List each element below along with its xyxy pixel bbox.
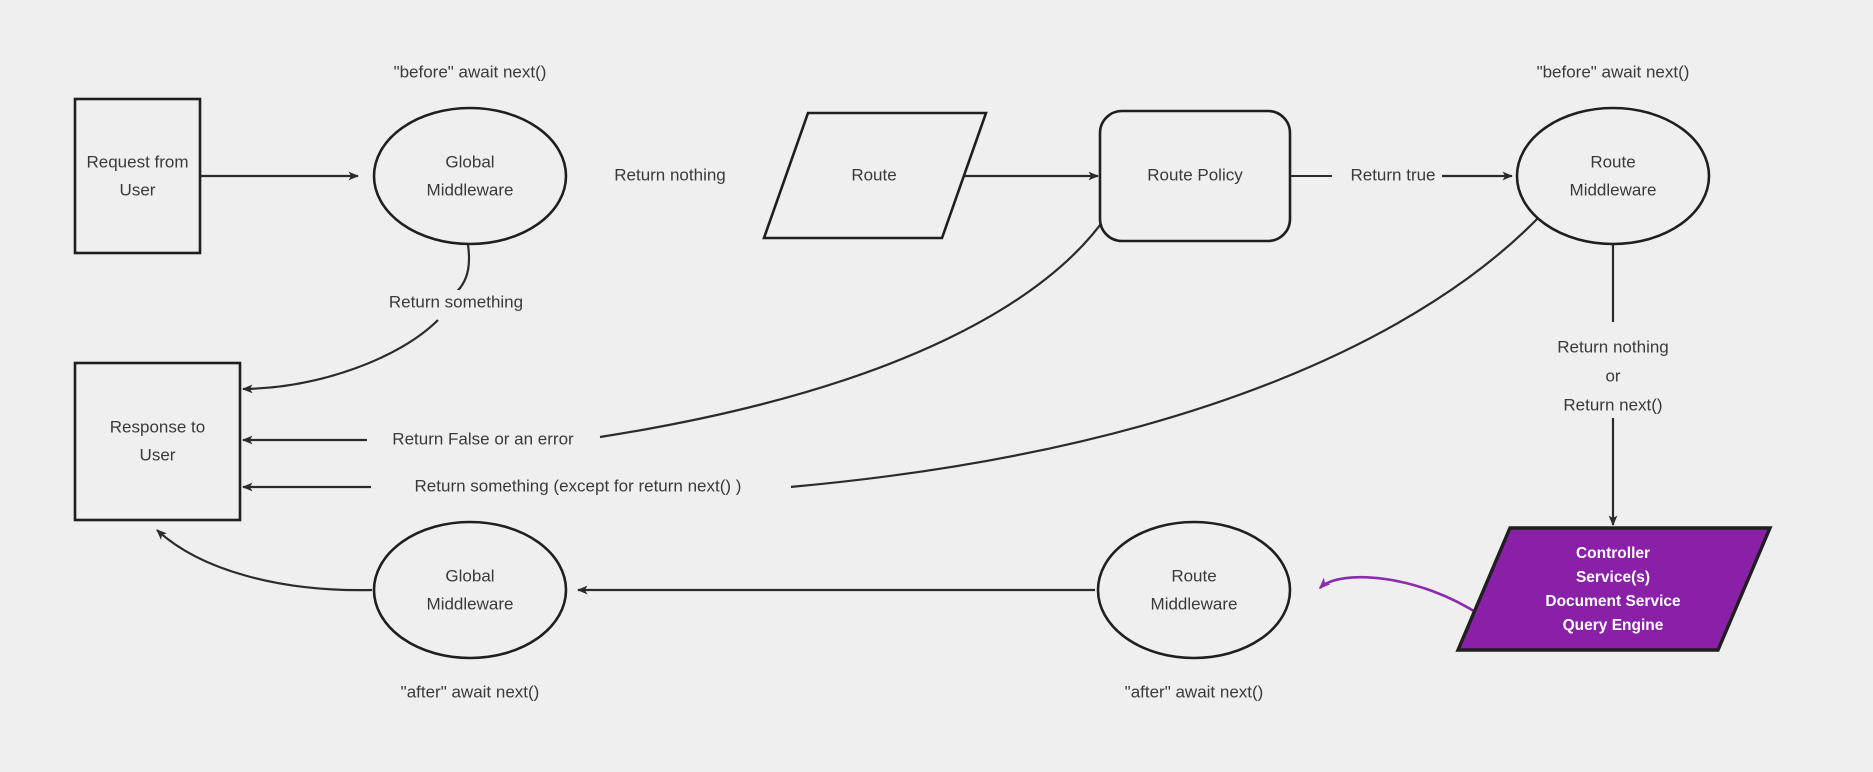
edge-policy-false-curve (599, 213, 1109, 439)
return-false-or-error-text: Return False or an error (392, 429, 574, 448)
return-something-halo (363, 290, 543, 316)
node-route-policy[interactable]: Route Policy (1098, 109, 1292, 243)
route-middleware-top-label-line2: Middleware (1570, 180, 1657, 199)
node-global-middleware-bottom[interactable]: Global Middleware (372, 520, 568, 660)
annotation-after-await-next-route: "after" await next() (1125, 682, 1264, 701)
return-nothing-text: Return nothing (614, 165, 726, 184)
return-nothing-or-next-line2: or (1605, 366, 1620, 385)
node-request-from-user[interactable]: Request from User (73, 97, 202, 255)
edge-controller-to-route-middleware-bottom (1318, 575, 1481, 617)
response-to-user-box (73, 361, 242, 522)
request-from-user-box (73, 97, 202, 255)
label-return-nothing: Return nothing (592, 164, 764, 188)
controller-services-label-line4: Query Engine (1563, 617, 1664, 634)
label-return-nothing-or-next: Return nothing or Return next() (1530, 330, 1698, 414)
return-nothing-or-next-line3: Return next() (1563, 395, 1662, 414)
request-from-user-label-line1: Request from (86, 152, 188, 171)
global-middleware-top-label-line1: Global (445, 152, 494, 171)
route-middleware-bottom-label-line1: Route (1171, 566, 1216, 585)
node-global-middleware-top[interactable]: Global Middleware (372, 106, 568, 246)
return-something-top-text: Return something (389, 292, 523, 311)
controller-services-label-line3: Document Service (1545, 593, 1681, 610)
response-to-user-label-line2: User (140, 445, 176, 464)
edge-return-something-to-response (242, 319, 439, 394)
label-return-something-except: Return something (except for return next… (371, 475, 791, 499)
route-middleware-top-ellipse (1515, 106, 1711, 246)
route-parallelogram (762, 111, 988, 240)
return-false-halo (367, 428, 599, 452)
annotation-before-await-next-global: "before" await next() (394, 62, 547, 81)
return-true-halo (1332, 164, 1442, 188)
label-return-something-top: Return something (363, 290, 543, 316)
global-middleware-bottom-ellipse (372, 520, 568, 660)
return-true-text: Return true (1350, 165, 1435, 184)
return-something-except-halo (371, 475, 791, 499)
node-controller-services[interactable]: Controller Service(s) Document Service Q… (1455, 526, 1773, 652)
controller-services-label-line1: Controller (1576, 545, 1650, 562)
controller-services-label-line2: Service(s) (1576, 569, 1650, 586)
edge-global-mw-bottom-to-response (156, 529, 373, 592)
node-route-middleware-bottom[interactable]: Route Middleware (1096, 520, 1292, 660)
global-middleware-top-ellipse (372, 106, 568, 246)
annotation-after-await-next-global: "after" await next() (401, 682, 540, 701)
edge-route-mw-something-curve (789, 215, 1541, 489)
route-label: Route (851, 165, 896, 184)
route-policy-label: Route Policy (1147, 165, 1243, 184)
controller-services-parallelogram (1455, 526, 1773, 652)
global-middleware-top-label-line2: Middleware (427, 180, 514, 199)
response-to-user-label-line1: Response to (110, 417, 205, 436)
node-route-middleware-top[interactable]: Route Middleware (1515, 106, 1711, 246)
global-middleware-bottom-label-line2: Middleware (427, 594, 514, 613)
route-middleware-bottom-label-line2: Middleware (1151, 594, 1238, 613)
route-policy-box (1098, 109, 1292, 243)
annotation-before-await-next-route: "before" await next() (1537, 62, 1690, 81)
node-response-to-user[interactable]: Response to User (73, 361, 242, 522)
route-middleware-top-label-line1: Route (1590, 152, 1635, 171)
return-something-except-text: Return something (except for return next… (415, 476, 742, 495)
label-return-true: Return true (1332, 164, 1442, 188)
route-middleware-bottom-ellipse (1096, 520, 1292, 660)
node-route[interactable]: Route (762, 111, 988, 240)
label-return-false-or-error: Return False or an error (367, 428, 599, 452)
return-nothing-or-next-line1: Return nothing (1557, 337, 1669, 356)
request-from-user-label-line2: User (120, 180, 156, 199)
return-nothing-halo (592, 164, 764, 188)
global-middleware-bottom-label-line1: Global (445, 566, 494, 585)
return-nothing-or-next-halo (1530, 330, 1698, 412)
